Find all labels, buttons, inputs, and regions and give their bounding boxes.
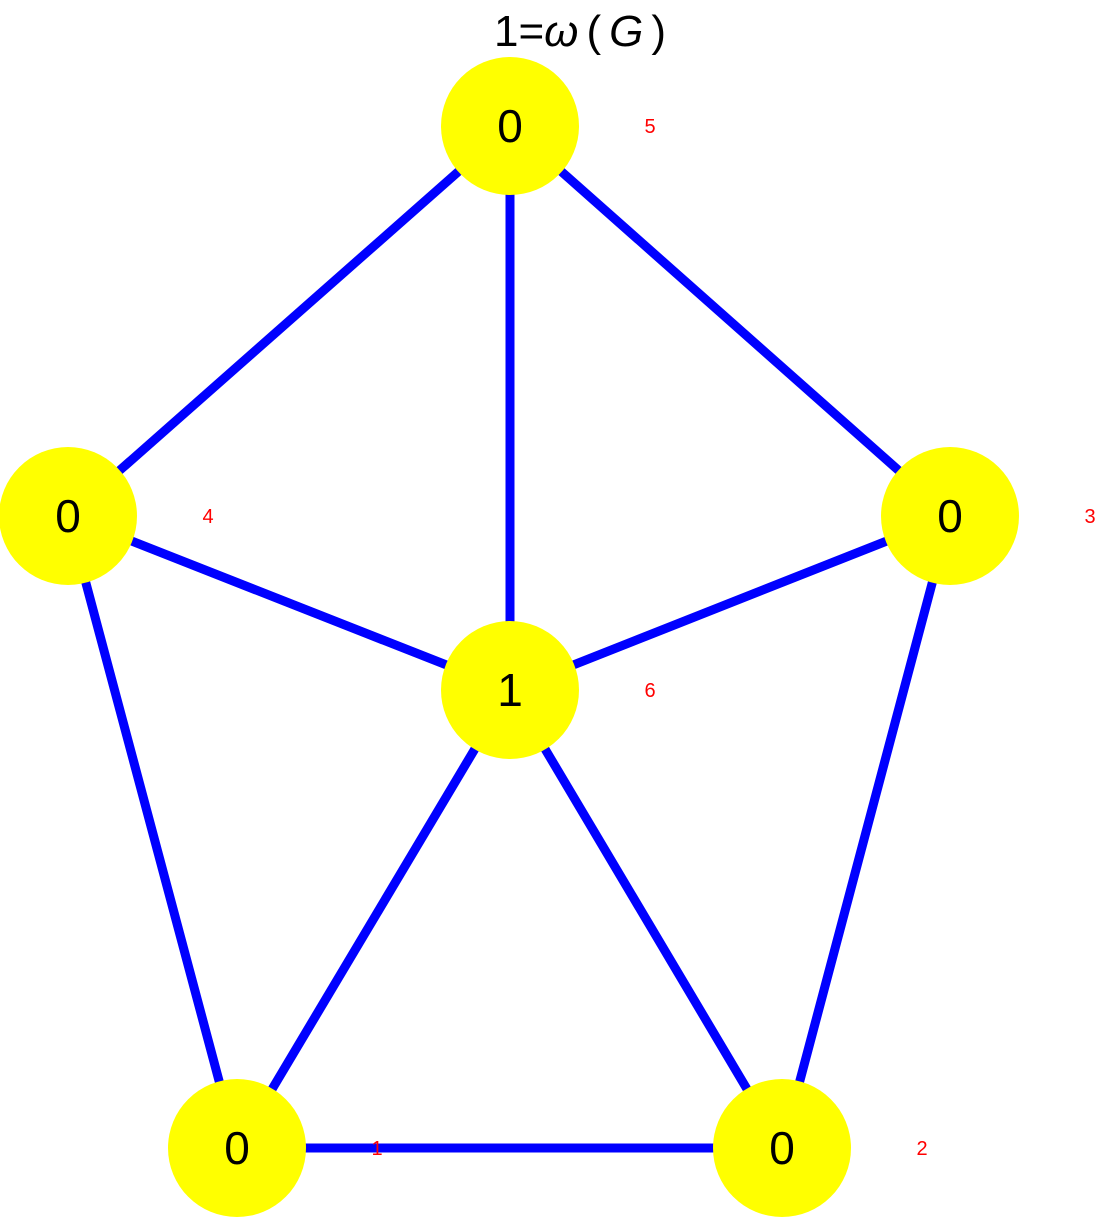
node-circle [441,621,579,759]
title-prefix: 1= [494,7,544,56]
node-circle [881,447,1019,585]
edge-6-4 [66,511,512,695]
node-value: 0 [769,1122,795,1174]
node-value: 1 [497,664,523,716]
edges-layer [63,122,955,1153]
node-3: 0 [881,447,1019,585]
node-id-label-5: 5 [644,116,655,138]
node-value: 0 [224,1122,250,1174]
edge-4-1 [63,514,242,1150]
node-id-label-2: 2 [916,1138,927,1160]
title-graph: G [609,7,643,56]
node-1: 0 [168,1079,306,1217]
node-value: 0 [497,100,523,152]
node-2: 0 [713,1079,851,1217]
node-ids-layer: 1 2 3 4 5 6 [202,116,1095,1160]
graph-title: 1=ω(G) [494,7,666,56]
edge-5-4 [65,122,513,520]
node-id-label-6: 6 [644,680,655,702]
node-5: 0 [441,57,579,195]
edge-6-1 [233,687,514,1151]
nodes-layer: 0 0 0 0 0 1 [0,57,1019,1217]
node-circle [168,1079,306,1217]
node-id-label-1: 1 [371,1138,382,1160]
node-4: 0 [0,447,137,585]
node-id-label-4: 4 [202,506,213,528]
edge-3-5 [507,122,953,520]
title-close-paren: ) [651,7,666,56]
node-value: 0 [55,490,81,542]
edge-2-3 [777,514,955,1150]
edge-6-2 [506,687,786,1151]
edge-6-3 [508,511,952,695]
node-circle [0,447,137,585]
title-omega: ω [544,7,578,56]
title-open-paren: ( [586,7,601,56]
node-circle [713,1079,851,1217]
node-id-label-3: 3 [1084,506,1095,528]
node-circle [441,57,579,195]
node-value: 0 [937,490,963,542]
node-6: 1 [441,621,579,759]
